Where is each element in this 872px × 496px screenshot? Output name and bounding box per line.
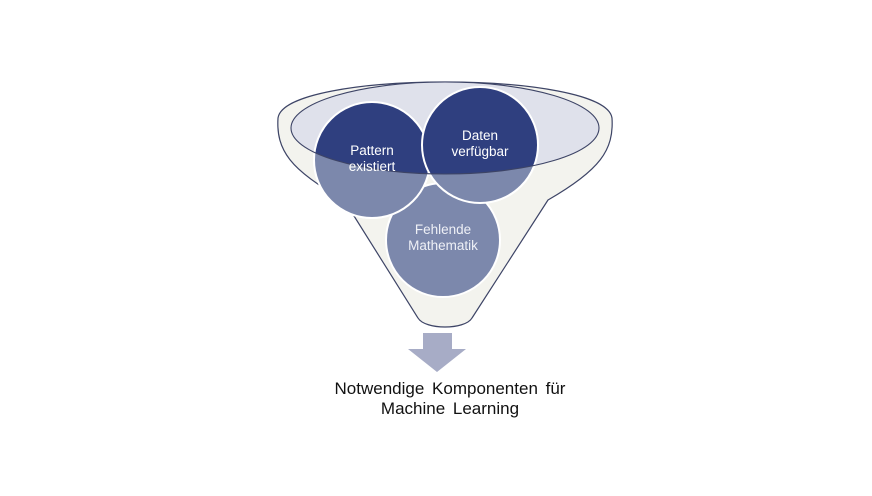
caption-line-1: Notwendige Komponenten für [334,379,566,398]
label-daten-verfuegbar: Daten verfügbar [451,128,509,159]
circle-daten-verfuegbar [421,86,539,174]
down-arrow-icon [408,333,466,372]
caption-line-2: Machine Learning [380,399,520,418]
label-pattern-existiert: Pattern existiert [348,143,396,174]
label-fehlende-mathematik: Fehlende Mathematik [408,222,478,253]
